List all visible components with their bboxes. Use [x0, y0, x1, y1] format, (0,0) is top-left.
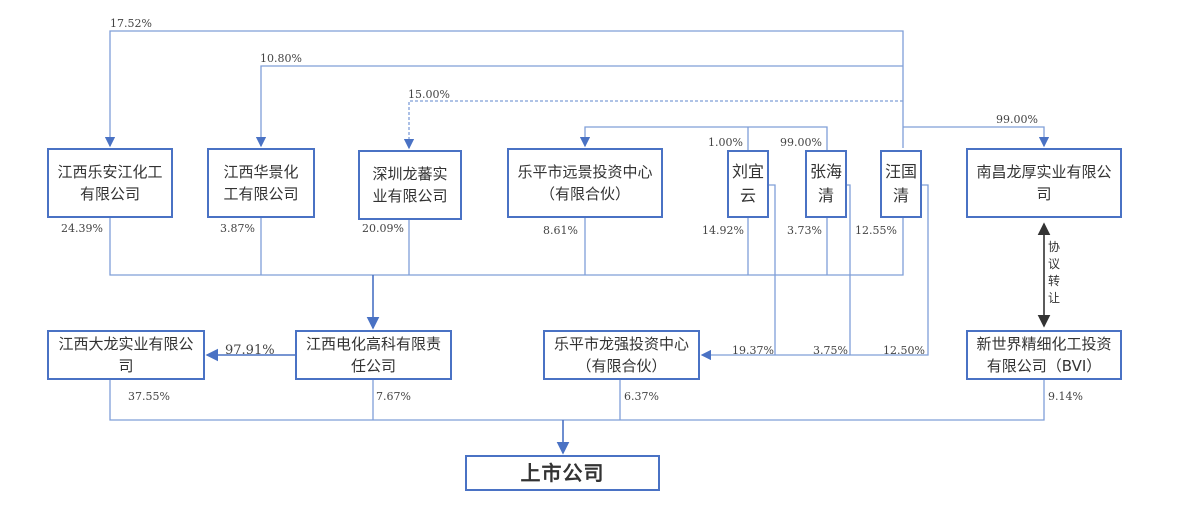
entity-longhou: 南昌龙厚实业有限公司 — [966, 148, 1122, 218]
line-row1-bus — [109, 218, 904, 276]
pct-wang-dianhua: 12.55% — [855, 224, 897, 237]
pct-liu-dianhua: 14.92% — [702, 224, 744, 237]
transfer-label-char: 让 — [1047, 291, 1060, 305]
line-wang-longhou — [903, 126, 1050, 148]
pct-lean-dianhua: 24.39% — [61, 222, 103, 235]
pct-zhang-longqiang: 3.75% — [813, 344, 848, 357]
entity-listed-company: 上市公司 — [465, 455, 660, 491]
pct-wang-longqiang: 12.50% — [883, 344, 925, 357]
entity-dalong: 江西大龙实业有限公司 — [47, 330, 205, 380]
pct-yuanjing-dianhua: 8.61% — [543, 224, 578, 237]
pct-wang-lean: 17.52% — [110, 17, 152, 30]
entity-longqiang: 乐平市龙强投资中心（有限合伙） — [543, 330, 700, 380]
entity-huajing: 江西华景化工有限公司 — [207, 148, 315, 218]
line-wang-huajing — [255, 65, 903, 148]
line-row2-bus — [109, 380, 1045, 421]
person-zhang: 张海清 — [805, 150, 847, 218]
pct-huajing-dianhua: 3.87% — [220, 222, 255, 235]
pct-zhang-dianhua: 3.73% — [787, 224, 822, 237]
transfer-label-char: 议 — [1047, 257, 1060, 271]
person-liu: 刘宜云 — [727, 150, 769, 218]
pct-liu-yuanjing: 1.00% — [708, 136, 743, 149]
entity-xinshijie: 新世界精细化工投资有限公司（BVI） — [966, 330, 1122, 380]
pct-dianhua-dalong: 97.91% — [225, 343, 275, 358]
pct-longfan-dianhua: 20.09% — [362, 222, 404, 235]
line-to-longqiang — [702, 184, 929, 355]
line-wang-lean — [104, 30, 904, 148]
pct-dianhua-listed: 7.67% — [376, 390, 411, 403]
transfer-label-char: 协 — [1047, 240, 1060, 254]
transfer-label: 协 议 转 让 — [1047, 239, 1061, 307]
entity-lean: 江西乐安江化工有限公司 — [47, 148, 173, 218]
line-to-yuanjing — [579, 126, 828, 150]
line-wang-longfan — [403, 100, 903, 150]
entity-longfan: 深圳龙蕃实业有限公司 — [358, 150, 462, 220]
pct-wang-longfan: 15.00% — [408, 88, 450, 101]
pct-xinshijie-listed: 9.14% — [1048, 390, 1083, 403]
entity-yuanjing: 乐平市远景投资中心（有限合伙） — [507, 148, 663, 218]
person-wang: 汪国清 — [880, 150, 922, 218]
entity-dianhua: 江西电化高科有限责任公司 — [295, 330, 452, 380]
pct-wang-huajing: 10.80% — [260, 52, 302, 65]
pct-liu-longqiang: 19.37% — [732, 344, 774, 357]
pct-longqiang-listed: 6.37% — [624, 390, 659, 403]
pct-zhang-yuanjing: 99.00% — [780, 136, 822, 149]
pct-wang-longhou: 99.00% — [996, 113, 1038, 126]
pct-dalong-listed: 37.55% — [128, 390, 170, 403]
transfer-label-char: 转 — [1047, 274, 1060, 288]
